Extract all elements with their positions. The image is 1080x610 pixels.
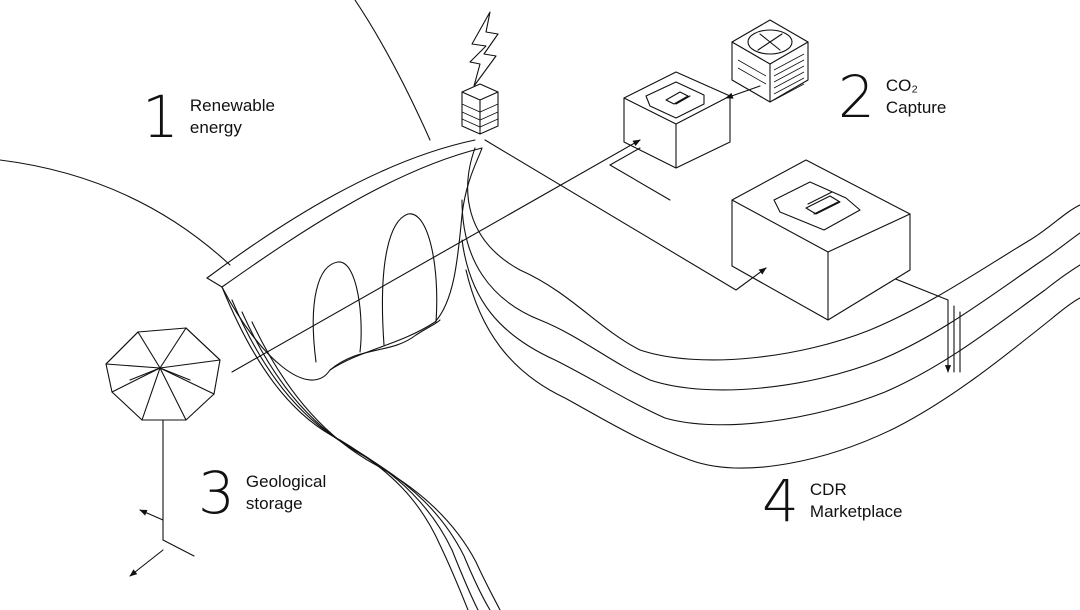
step-geological-storage: 3 Geological storage <box>198 464 326 522</box>
step-label-line2: storage <box>245 494 303 513</box>
flow-arrows <box>232 86 767 372</box>
step-label: CO₂ Capture <box>886 75 946 119</box>
step-label: Renewable energy <box>190 95 275 139</box>
river-right-strands <box>462 148 1080 468</box>
geodesic-tree-icon <box>106 328 220 576</box>
step-label-line1: Renewable <box>189 96 275 115</box>
step-label-line1: CO₂ <box>885 76 919 95</box>
hill-contours <box>0 0 430 265</box>
energy-tower-icon <box>462 84 498 134</box>
step-label-line1: Geological <box>245 472 327 491</box>
step-number: 3 <box>198 459 235 527</box>
step-label-line2: Marketplace <box>809 502 903 521</box>
dam-structure <box>207 140 482 380</box>
step-label-line2: energy <box>189 118 242 137</box>
step-co2-capture: 2 CO₂ Capture <box>838 68 946 126</box>
step-renewable-energy: 1 Renewable energy <box>142 88 275 146</box>
step-number: 2 <box>838 63 875 131</box>
processing-module-icon <box>732 160 910 320</box>
step-label: Geological storage <box>246 471 326 515</box>
fan-unit-icon <box>732 20 808 102</box>
step-label: CDR Marketplace <box>810 479 903 523</box>
step-cdr-marketplace: 4 CDR Marketplace <box>762 472 903 530</box>
step-number: 4 <box>762 467 799 535</box>
capture-module-icon <box>624 72 730 168</box>
river-bottom-left <box>222 287 500 610</box>
lightning-bolt-icon <box>470 12 498 86</box>
step-label-line2: Capture <box>885 98 947 117</box>
step-label-line1: CDR <box>809 480 847 499</box>
step-number: 1 <box>142 83 179 151</box>
